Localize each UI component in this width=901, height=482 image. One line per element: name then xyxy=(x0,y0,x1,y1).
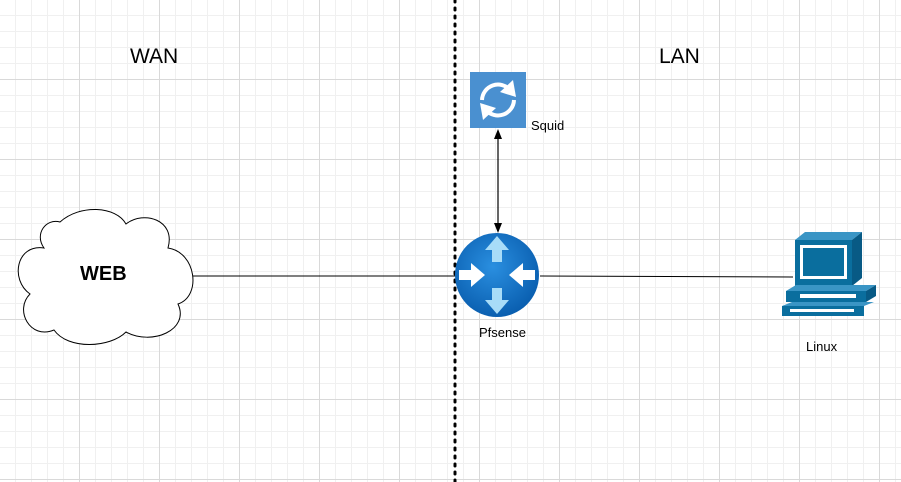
sync-icon[interactable] xyxy=(470,72,526,128)
link-pfsense-linux[interactable] xyxy=(539,275,794,278)
workstation-icon[interactable] xyxy=(782,232,876,316)
cloud-icon[interactable] xyxy=(17,209,194,345)
linux-label: Linux xyxy=(806,339,838,354)
link-squid-pfsense[interactable] xyxy=(494,129,502,233)
router-icon[interactable] xyxy=(455,233,539,317)
web-label: WEB xyxy=(80,263,127,285)
zone-label-wan: WAN xyxy=(130,45,179,68)
pfsense-label: Pfsense xyxy=(479,325,526,340)
zone-label-lan: LAN xyxy=(659,45,700,68)
squid-label: Squid xyxy=(531,118,565,133)
